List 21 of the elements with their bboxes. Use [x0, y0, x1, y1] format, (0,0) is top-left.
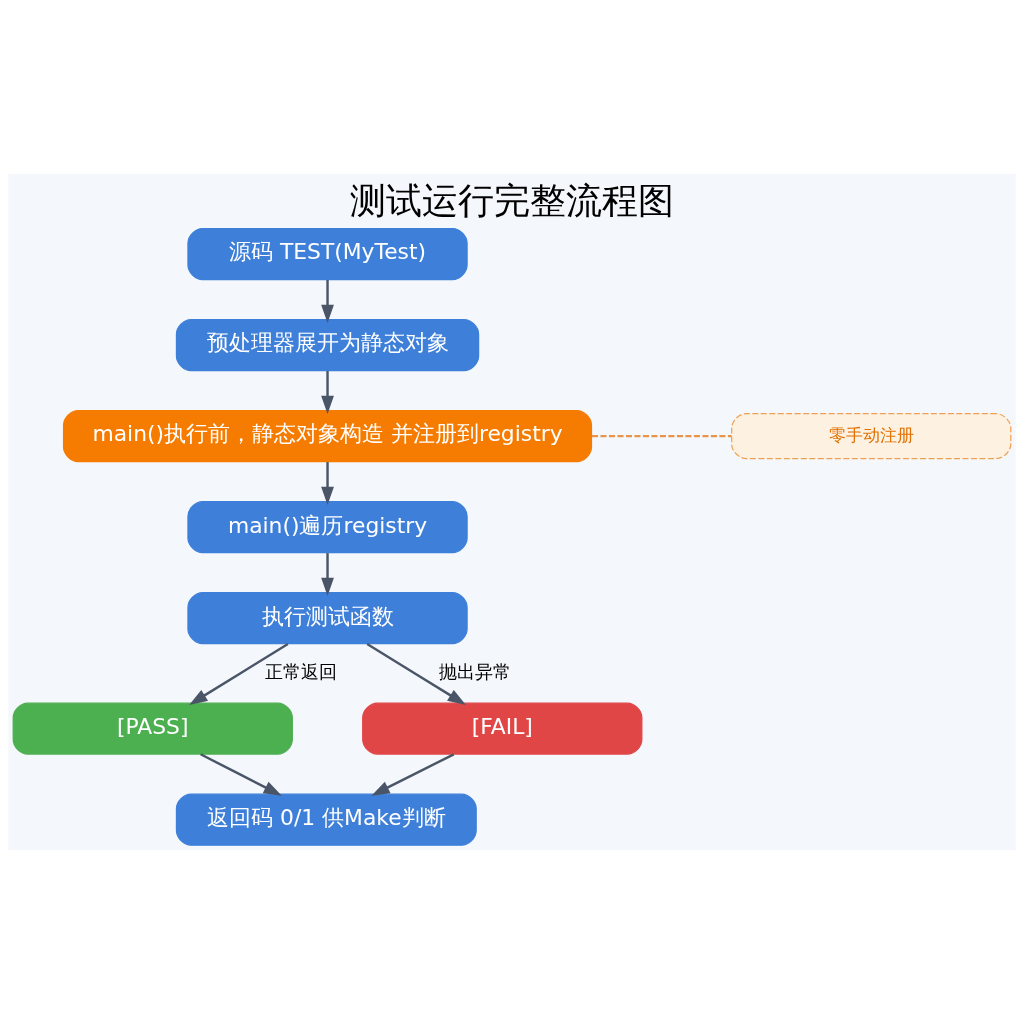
- arrow: [321, 462, 334, 506]
- node-box: 源码 TEST(MyTest): [187, 228, 468, 281]
- node-box: 零手动注册: [731, 413, 1012, 460]
- node-box: 预处理器展开为静态对象: [175, 319, 480, 372]
- arrow: [200, 753, 282, 796]
- arrow: [366, 642, 466, 705]
- diagram-title: 测试运行完整流程图: [350, 178, 674, 222]
- node-box: [PASS]: [12, 702, 293, 755]
- node-box: main()遍历registry: [187, 501, 468, 554]
- node-box: 返回码 0/1 供Make判断: [175, 793, 477, 846]
- arrow: [189, 642, 289, 705]
- connector: [591, 434, 732, 438]
- node-box: 执行测试函数: [187, 592, 468, 645]
- arrow: [321, 371, 334, 415]
- arrow: [321, 553, 334, 597]
- arrow: [371, 753, 455, 796]
- edge-label: 正常返回: [264, 660, 337, 682]
- node-box: main()执行前，静态对象构造 并注册到registry: [62, 410, 593, 463]
- arrow: [321, 280, 334, 324]
- edge-label: 抛出异常: [438, 660, 511, 682]
- node-box: [FAIL]: [362, 702, 643, 755]
